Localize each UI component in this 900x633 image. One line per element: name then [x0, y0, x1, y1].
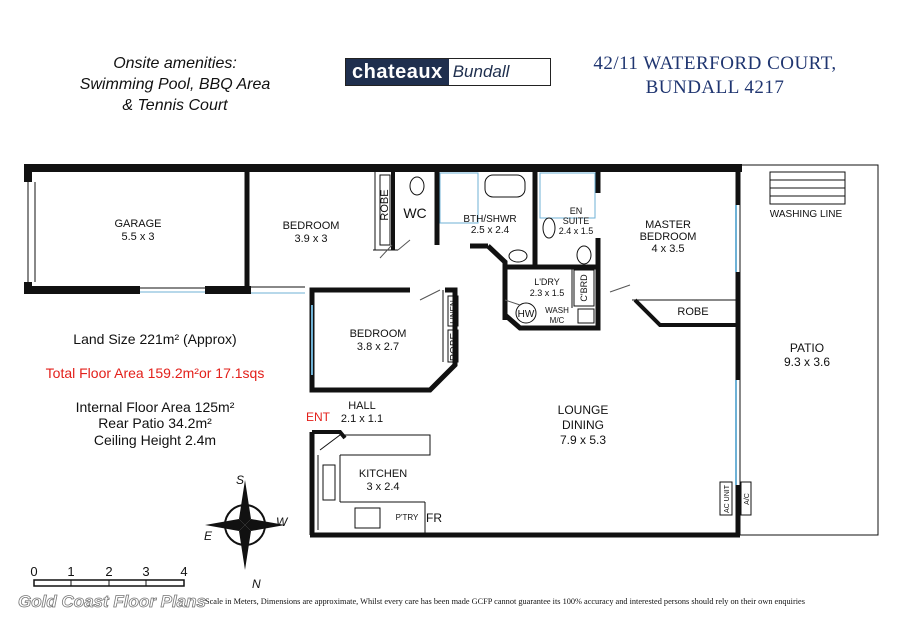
bedroom1-label: BEDROOM [283, 220, 340, 232]
ensuite-dim: 2.4 x 1.5 [559, 226, 594, 236]
bedroom2-label: BEDROOM [350, 328, 407, 340]
address-line-2: BUNDALL 4217 [645, 77, 785, 98]
hall-dim: 2.1 x 1.1 [341, 413, 383, 425]
ensuite-label-2: SUITE [563, 216, 590, 226]
compass-icon: S N E W [204, 473, 289, 591]
internal-floor-area: Internal Floor Area 125m² [75, 399, 235, 415]
laundry-label: L'DRY [534, 277, 560, 287]
dining-label: DINING [562, 418, 604, 432]
bedroom2-dim: 3.8 x 2.7 [357, 341, 399, 353]
bath-dim: 2.5 x 2.4 [471, 225, 510, 236]
land-size: Land Size 221m² (Approx) [73, 331, 237, 347]
linen-label: LINEN [449, 300, 458, 324]
washing-line-label: WASHING LINE [770, 209, 843, 220]
bath-label: BTH/SHWR [463, 214, 516, 225]
compass-n: N [252, 577, 261, 591]
footer-disclaimer: Scale in Meters, Dimensions are approxim… [205, 597, 805, 606]
amenities-line: & Tennis Court [122, 97, 228, 114]
chateaux-logo: chateaux Bundall [345, 58, 551, 86]
garage-dim: 5.5 x 3 [121, 231, 154, 243]
ac-label: A/C [744, 493, 751, 505]
scale-tick: 1 [67, 564, 74, 579]
wash-label: WASH [545, 306, 569, 315]
lounge-label: LOUNGE [558, 403, 609, 417]
cupboard-label: C'BRD [579, 274, 589, 302]
logo-brand: chateaux [346, 59, 449, 85]
kitchen-label: KITCHEN [359, 468, 407, 480]
patio-label: PATIO [790, 341, 824, 355]
entry-label: ENT [306, 410, 331, 424]
ac-unit-label: AC UNIT [724, 484, 731, 513]
master-label-2: BEDROOM [640, 231, 697, 243]
pantry-label: P'TRY [396, 513, 419, 522]
rear-patio-area: Rear Patio 34.2m² [98, 415, 212, 431]
footer-brand: Gold Coast Floor Plans [18, 592, 207, 612]
patio-dim: 9.3 x 3.6 [784, 355, 830, 369]
room-labels: GARAGE 5.5 x 3 BEDROOM 3.9 x 3 ROBE WC B… [114, 189, 842, 525]
scale-tick: 4 [180, 564, 187, 579]
scale-tick: 0 [30, 564, 37, 579]
compass-w: W [276, 515, 289, 529]
scale-bar: 0 1 2 3 4 [30, 564, 188, 587]
bedroom1-dim: 3.9 x 3 [294, 233, 327, 245]
total-floor-area: Total Floor Area 159.2m²or 17.1sqs [45, 365, 265, 381]
hot-water-label: HW [518, 309, 535, 320]
ensuite-label: EN [570, 206, 583, 216]
garage-label: GARAGE [114, 218, 161, 230]
address-line-1: 42/11 WATERFORD COURT, [593, 53, 837, 74]
robe2-label: ROBE [449, 333, 460, 362]
scale-tick: 3 [142, 564, 149, 579]
wc-label: WC [403, 205, 426, 221]
amenities-title: Onsite amenities: [113, 55, 237, 72]
fridge-label: FR [426, 511, 442, 525]
master-label: MASTER [645, 219, 691, 231]
wash-label-2: M/C [550, 316, 565, 325]
hall-label: HALL [348, 400, 376, 412]
logo-suffix: Bundall [452, 62, 510, 81]
compass-e: E [204, 529, 213, 543]
scale-tick: 2 [105, 564, 112, 579]
robe1-label: ROBE [379, 189, 391, 220]
laundry-dim: 2.3 x 1.5 [530, 288, 565, 298]
amenities-line: Swimming Pool, BBQ Area [79, 76, 271, 93]
master-dim: 4 x 3.5 [651, 243, 684, 255]
walls [24, 164, 879, 538]
kitchen-dim: 3 x 2.4 [366, 481, 399, 493]
property-address: 42/11 WATERFORD COURT, BUNDALL 4217 [590, 52, 840, 100]
amenities-text: Onsite amenities: Swimming Pool, BBQ Are… [60, 53, 290, 116]
ceiling-height: Ceiling Height 2.4m [93, 432, 217, 448]
compass-s: S [236, 473, 244, 487]
master-robe-label: ROBE [677, 306, 708, 318]
lounge-dim: 7.9 x 5.3 [560, 433, 606, 447]
